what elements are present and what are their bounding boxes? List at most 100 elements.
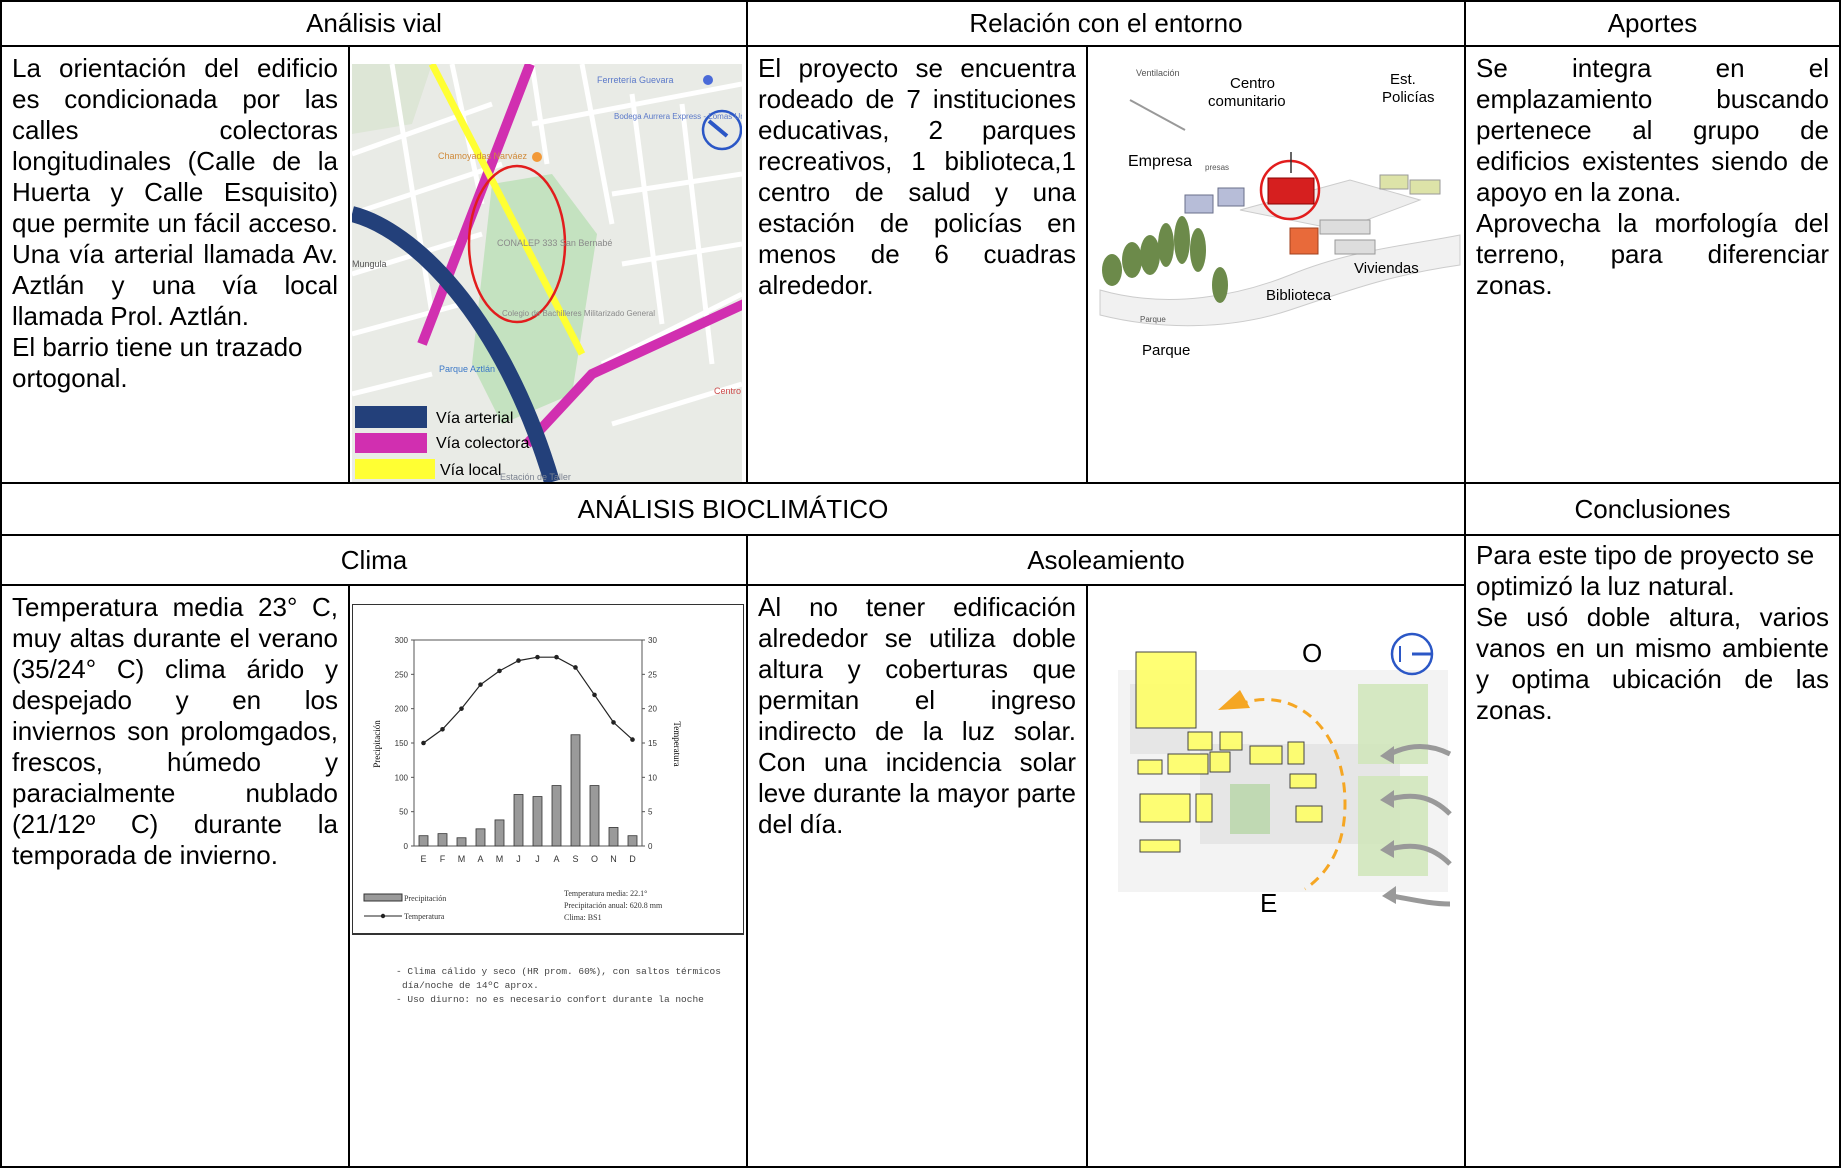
conclusiones-paragraph-2: Se usó doble altura, varios vanos en un … xyxy=(1476,602,1829,725)
legend-swatch-local xyxy=(355,459,435,479)
yellow-zones xyxy=(1135,651,1323,853)
precip-bar xyxy=(551,785,562,847)
right-tick-label: 0 xyxy=(648,842,653,851)
label-parque: Parque xyxy=(1142,342,1190,359)
temp-point xyxy=(421,740,426,746)
legend-label-arterial: Vía arterial xyxy=(436,410,513,427)
solar-diagram: O E xyxy=(1090,604,1462,1024)
left-tick-label: 0 xyxy=(404,842,409,851)
road-map: Ferretería Guevara Bodega Aurrera Expres… xyxy=(352,64,742,482)
precip-bar xyxy=(418,835,429,847)
month-tick-label: N xyxy=(610,854,617,864)
precip-bar xyxy=(513,794,524,847)
label-presas: presas xyxy=(1205,163,1229,172)
street-grid xyxy=(352,64,742,427)
label-biblioteca: Biblioteca xyxy=(1266,287,1332,304)
header-analisis-vial: Análisis vial xyxy=(0,0,748,47)
asoleamiento-image-cell xyxy=(1086,584,1466,1168)
month-tick-label: M xyxy=(458,854,466,864)
solar-diagram-svg: O E xyxy=(1090,604,1462,1024)
label-parque-small: Parque xyxy=(1140,315,1166,324)
label-est-line1: Est. xyxy=(1390,71,1416,88)
poi-conalep: CONALEP 333 San Bernabé xyxy=(497,238,612,248)
right-tick-label: 10 xyxy=(648,773,657,782)
ylabel-left: Precipitación xyxy=(372,720,382,768)
sun-arrow xyxy=(1218,690,1250,710)
left-tick-label: 200 xyxy=(395,705,409,714)
precip-bar xyxy=(437,833,448,847)
precip-bar xyxy=(456,837,467,847)
month-tick-label: F xyxy=(440,854,446,864)
chart-info-1: Temperatura media: 22.1° xyxy=(564,889,647,898)
header-clima-label: Clima xyxy=(340,544,408,575)
label-este: E xyxy=(1260,888,1277,918)
right-tick-label: 30 xyxy=(648,636,657,645)
clima-note-2: - Uso diurno: no es necesario confort du… xyxy=(396,994,704,1005)
poi-mungula: Mungula xyxy=(352,259,387,269)
right-tick-label: 20 xyxy=(648,705,657,714)
relacion-text-cell: El proyecto se encuentra rodeado de 7 in… xyxy=(746,45,1088,484)
precip-bar xyxy=(532,796,543,847)
asoleamiento-text-cell: Al no tener edificación alrededor se uti… xyxy=(746,584,1088,1168)
aportes-paragraph-1: Se integra en el emplazamiento buscando … xyxy=(1476,53,1829,207)
month-tick-label: A xyxy=(477,854,483,864)
legend-label-local: Vía local xyxy=(440,462,501,479)
header-aportes: Aportes xyxy=(1464,0,1841,47)
temp-point xyxy=(459,706,464,711)
chart-info-3: Clima: BS1 xyxy=(564,913,602,922)
poi-bodega: Bodega Aurrera Express - Lomas Uruguay xyxy=(614,112,742,121)
label-est-line2: Policías xyxy=(1382,89,1435,106)
road-map-svg: Ferretería Guevara Bodega Aurrera Expres… xyxy=(352,64,742,482)
clima-paragraph: Temperatura media 23° C, muy altas duran… xyxy=(12,592,338,870)
header-conclusiones: Conclusiones xyxy=(1464,482,1841,536)
month-tick-label: A xyxy=(553,854,559,864)
header-asoleamiento: Asoleamiento xyxy=(746,534,1466,586)
precip-bar xyxy=(589,785,600,847)
precip-bar xyxy=(475,828,486,847)
project-site-circle xyxy=(467,164,567,324)
temp-point xyxy=(630,737,635,742)
poi-parque-aztlan: Parque Aztlán xyxy=(439,364,495,374)
legend-temp-swatch xyxy=(380,913,386,919)
label-centro-line1: Centro xyxy=(1230,75,1275,92)
left-tick-label: 300 xyxy=(395,636,409,645)
analisis-vial-paragraph-1: La orientación del edificio es condicion… xyxy=(12,53,338,331)
precip-bar xyxy=(627,835,638,847)
label-viviendas: Viviendas xyxy=(1354,260,1419,277)
header-asoleamiento-label: Asoleamiento xyxy=(1027,544,1185,575)
road-colectora-2 xyxy=(523,299,742,448)
left-tick-label: 150 xyxy=(395,739,409,748)
month-tick-label: O xyxy=(591,854,598,864)
header-conclusiones-label: Conclusiones xyxy=(1574,493,1731,524)
analisis-vial-text-cell: La orientación del edificio es condicion… xyxy=(0,45,350,484)
clima-note-1b: día/noche de 14ºC aprox. xyxy=(402,980,539,991)
legend-temp-label: Temperatura xyxy=(404,912,445,921)
temp-point xyxy=(573,665,578,670)
legend-swatch-arterial xyxy=(355,406,427,428)
temp-point xyxy=(516,658,521,663)
temp-point xyxy=(497,668,502,674)
legend-precip-swatch xyxy=(363,893,403,902)
project-highlight-circle xyxy=(1259,159,1321,221)
poi-estacion: Estación de Taller xyxy=(500,472,571,482)
wind-arrows xyxy=(1388,744,1452,907)
legend-label-colectora: Vía colectora xyxy=(436,435,529,452)
sun-path xyxy=(1237,698,1347,891)
right-tick-label: 25 xyxy=(648,670,657,679)
map-poi-labels: Ferretería Guevara Bodega Aurrera Expres… xyxy=(352,75,742,482)
poi-chamoyadas: Chamoyadas Narváez xyxy=(438,151,528,161)
header-bioclimatico-label: ANÁLISIS BIOCLIMÁTICO xyxy=(577,493,889,524)
month-tick-label: D xyxy=(629,854,636,864)
left-tick-label: 50 xyxy=(399,808,408,817)
legend-swatch-colectora xyxy=(355,433,427,453)
month-tick-label: M xyxy=(496,854,504,864)
aportes-text-cell: Se integra en el emplazamiento buscando … xyxy=(1464,45,1841,484)
conclusiones-text-cell: Para este tipo de proyecto se optimizó l… xyxy=(1464,534,1841,1168)
header-analisis-vial-label: Análisis vial xyxy=(306,8,442,38)
label-oeste: O xyxy=(1302,638,1322,668)
conclusiones-paragraph-1: Para este tipo de proyecto se optimizó l… xyxy=(1476,540,1815,601)
month-tick-label: J xyxy=(516,854,521,864)
temp-point xyxy=(440,726,445,732)
